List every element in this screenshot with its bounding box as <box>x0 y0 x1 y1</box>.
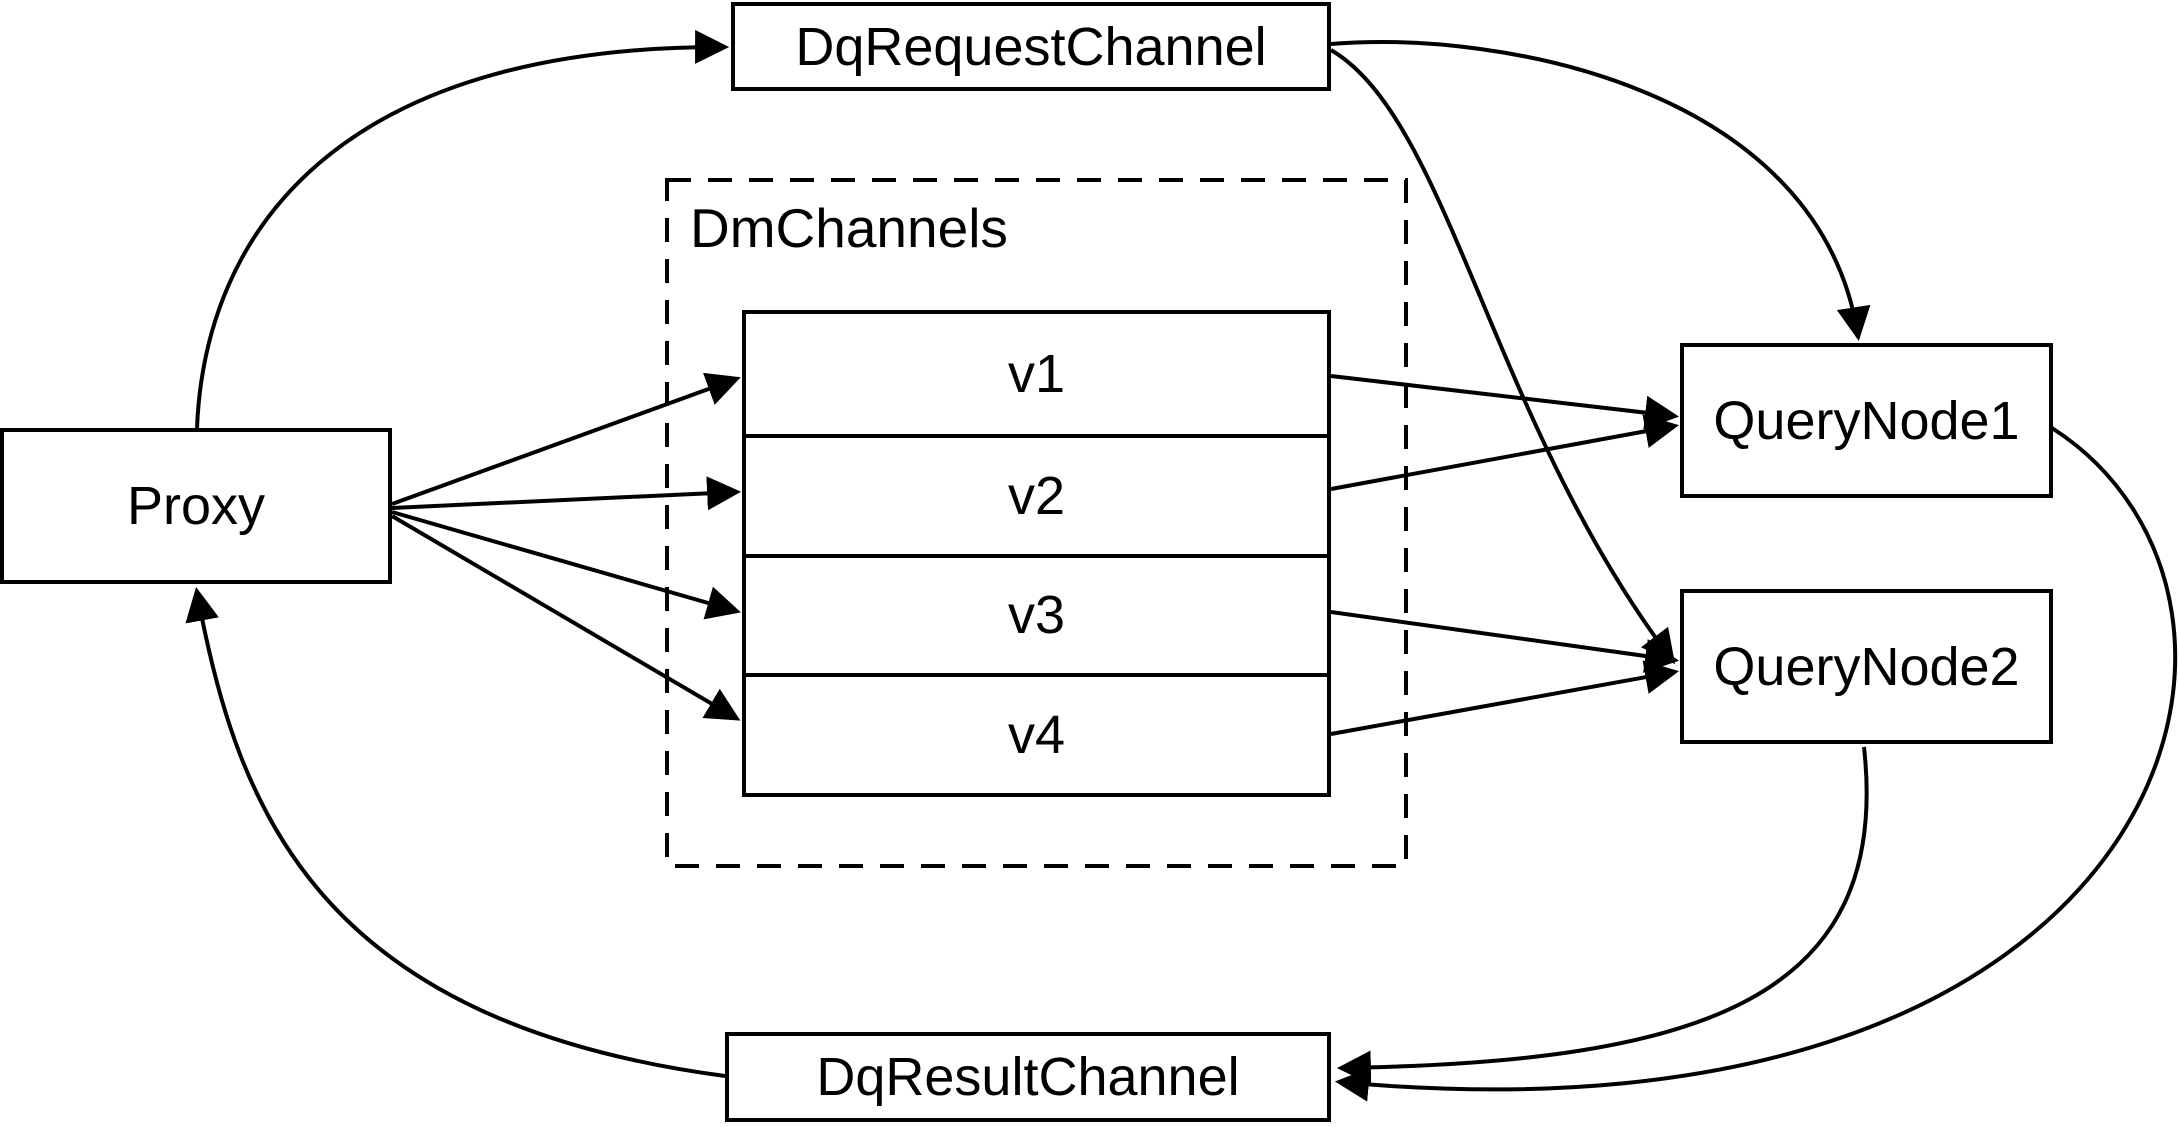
channel-v3: v3 <box>746 553 1327 674</box>
node-querynode1-label: QueryNode1 <box>1713 390 2020 451</box>
edge-v2-to-querynode1 <box>1330 414 1680 491</box>
edge-v3-to-querynode2 <box>1330 610 1680 673</box>
edge-dqrequestchannel-to-querynode1 <box>1330 40 1871 342</box>
node-dqrequestchannel-label: DqRequestChannel <box>795 16 1267 77</box>
node-dqresultchannel-label: DqResultChannel <box>816 1047 1240 1107</box>
edge-proxy-to-v1 <box>391 372 741 506</box>
edge-v1-to-querynode1 <box>1330 374 1680 430</box>
edge-proxy-to-v2 <box>391 476 742 511</box>
node-proxy: Proxy <box>0 428 392 584</box>
node-dqresultchannel: DqResultChannel <box>725 1032 1331 1122</box>
edge-dqrequestchannel-to-querynode2 <box>1329 48 1676 665</box>
node-proxy-label: Proxy <box>126 476 266 536</box>
edge-querynode2-to-dqresultchannel <box>1336 746 1869 1085</box>
channel-stack: v1 v2 v3 v4 <box>742 310 1331 797</box>
edge-v4-to-querynode2 <box>1330 660 1680 736</box>
node-querynode2-label: QueryNode2 <box>1713 636 2020 697</box>
channel-v1: v1 <box>1007 343 1066 404</box>
channel-v4: v4 <box>746 673 1327 793</box>
node-querynode2: QueryNode2 <box>1680 589 2053 744</box>
node-querynode1: QueryNode1 <box>1680 343 2053 498</box>
channel-v2: v2 <box>746 433 1327 554</box>
edge-querynode1-to-dqresultchannel <box>1334 426 2177 1102</box>
dmchannels-group-label: DmChannels <box>690 197 1008 259</box>
edge-proxy-to-v3 <box>391 510 741 620</box>
edge-dqresultchannel-to-proxy <box>185 586 726 1078</box>
dmchannels-dashed-border <box>665 178 1408 868</box>
edge-proxy-to-dqrequestchannel <box>195 29 730 429</box>
node-dqrequestchannel: DqRequestChannel <box>731 2 1331 91</box>
edge-proxy-to-v4 <box>390 514 741 721</box>
